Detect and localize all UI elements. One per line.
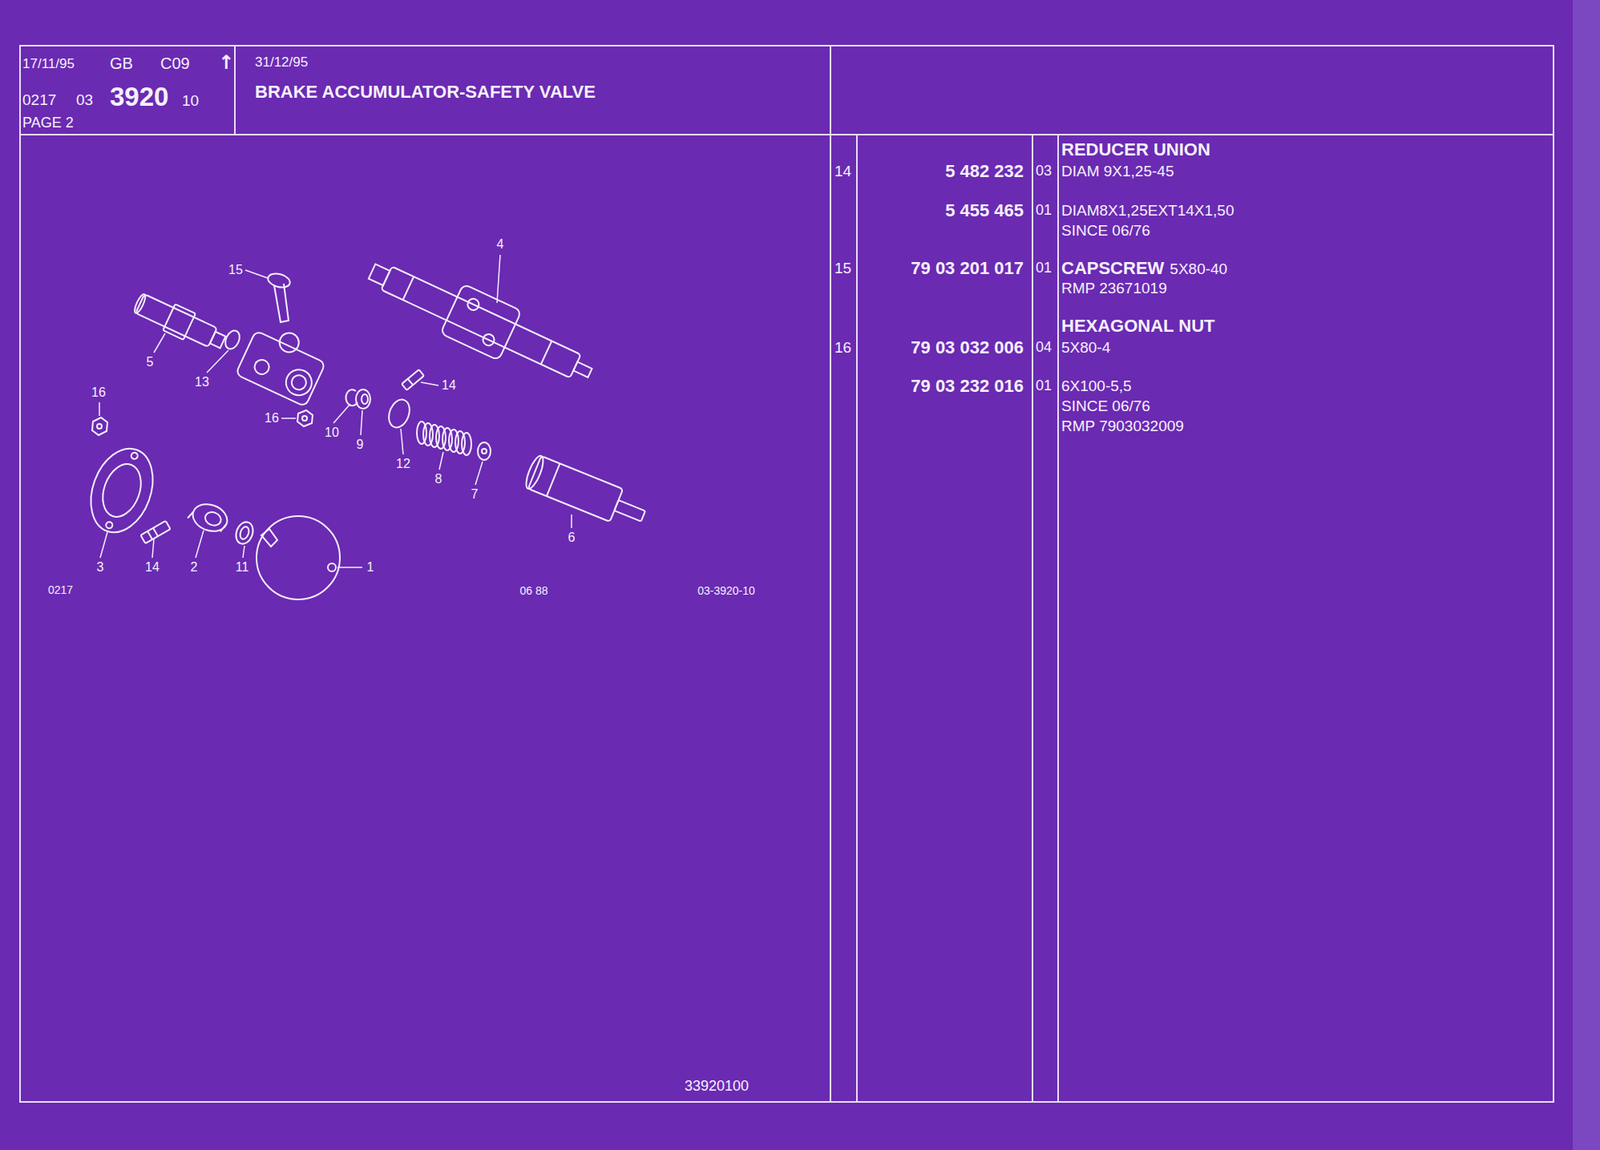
section-number: 3920 [109, 80, 169, 114]
part-note: SINCE 06/76 [1061, 397, 1151, 417]
variant-code: 04 [1035, 339, 1052, 357]
callout-number: 3 [96, 559, 105, 575]
callout-number: 10 [324, 424, 340, 441]
part-note: RMP 23671019 [1061, 279, 1168, 299]
variant-code: 01 [1035, 259, 1052, 278]
frame-code: 33920100 [684, 1078, 749, 1096]
item-number: 15 [834, 259, 852, 279]
sheet-code: 10 [181, 92, 199, 111]
part-number: 79 03 201 017 [910, 258, 1024, 279]
callout-number: 11 [235, 559, 250, 575]
callout-number: 12 [395, 456, 411, 472]
part-name: REDUCER UNION [1061, 139, 1211, 161]
part-number: 79 03 032 006 [910, 337, 1024, 359]
callout-number: 9 [356, 436, 364, 453]
direction-arrow: ↑ [218, 51, 235, 75]
part-name: HEXAGONAL NUT [1061, 315, 1216, 337]
issue-date: 17/11/95 [22, 56, 75, 73]
callout-number: 15 [228, 262, 243, 278]
part-spec: 5X80-40 [1169, 260, 1228, 279]
part-name: CAPSCREW [1061, 258, 1164, 279]
language-code: GB [109, 53, 134, 73]
part-note: RMP 7903032009 [1061, 417, 1184, 437]
callout-number: 7 [471, 486, 479, 502]
page-number: PAGE 2 [22, 114, 74, 133]
part-spec: 6X100-5,5 [1061, 377, 1132, 396]
part-spec: 5X80-4 [1061, 339, 1111, 358]
callout-number: 16 [264, 410, 279, 426]
drawing-date: 06 88 [519, 584, 548, 598]
validity-date: 31/12/95 [254, 54, 308, 71]
part-number: 79 03 232 016 [910, 375, 1024, 397]
part-number: 5 482 232 [945, 161, 1024, 182]
part-number: 5 455 465 [945, 200, 1024, 222]
item-number: 14 [834, 162, 852, 182]
callout-number: 14 [145, 559, 160, 575]
drawing-code: 0217 [48, 583, 73, 598]
callout-number: 2 [190, 559, 198, 575]
date-title-cell: 31/12/95BRAKE ACCUMULATOR-SAFETY VALVE [234, 45, 831, 135]
variant-code: 03 [1035, 162, 1052, 181]
callout-number: 6 [568, 529, 576, 546]
part-spec: DIAM8X1,25EXT14X1,50 [1061, 202, 1234, 221]
callout-number: 4 [496, 236, 505, 252]
callout-number: 14 [441, 377, 457, 393]
variant-code: 01 [1035, 377, 1052, 396]
sheet-index-cell: 17/11/95 GB C09 ↑ 0217 03 3920 10PAGE 2 [20, 45, 235, 135]
item-number: 16 [834, 339, 852, 358]
callout-number: 8 [435, 471, 443, 487]
part-note: SINCE 06/76 [1061, 222, 1151, 241]
model-code: 0217 [22, 91, 57, 110]
variant-code: 01 [1035, 202, 1052, 220]
part-spec: DIAM 9X1,25-45 [1061, 162, 1174, 182]
sheet-title: BRAKE ACCUMULATOR-SAFETY VALVE [254, 81, 596, 103]
leader-lines [99, 254, 572, 568]
callout-number: 16 [91, 384, 106, 400]
callout-number: 13 [194, 374, 210, 390]
group-code: 03 [76, 91, 93, 110]
callout-number: 1 [367, 559, 375, 575]
callout-number: 5 [146, 354, 154, 370]
exploded-view [80, 246, 651, 600]
fiche-code: C09 [160, 53, 190, 73]
drawing-code: 03-3920-10 [697, 584, 756, 598]
